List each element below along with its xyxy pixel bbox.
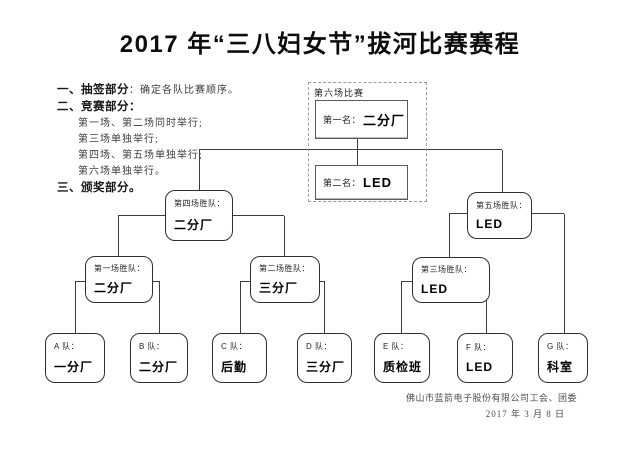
connector-line	[118, 215, 165, 216]
connector-line	[532, 213, 564, 214]
second-place-team: LED	[363, 175, 393, 190]
instruction-detail-2: 第三场单独举行;	[78, 134, 159, 145]
first-place-team: 二分厂	[363, 113, 406, 128]
connector-line	[401, 281, 412, 282]
bracket-node-match1-winner: 第一场胜队： 二分厂	[85, 256, 153, 303]
connector-line	[159, 282, 160, 333]
instruction-item-3-label: 三、颁奖部分。	[57, 182, 141, 194]
instruction-item-2-label: 二、竞赛部分：	[57, 101, 141, 113]
connector-line	[75, 281, 85, 282]
footer-date: 2017 年 3 月 8 日	[485, 409, 565, 419]
connector-line	[240, 282, 241, 333]
first-place-box: 第一名：二分厂	[315, 100, 408, 139]
connector-line	[199, 149, 502, 150]
instruction-item-1-detail: ：确定各队比赛顺序。	[129, 85, 239, 96]
instruction-detail-3: 第四场、第五场单独举行;	[78, 150, 203, 161]
page-title: 2017 年“三八妇女节”拔河比赛赛程	[119, 31, 521, 58]
connector-line	[284, 216, 285, 256]
instruction-item-2: 二、竞赛部分：	[57, 97, 317, 114]
instruction-item-3: 三、颁奖部分。	[57, 178, 317, 195]
connector-line	[240, 281, 250, 282]
connector-line	[75, 282, 76, 333]
connector-line	[320, 281, 325, 282]
bracket-node-team-c: C 队： 后勤	[212, 333, 267, 383]
instruction-item-1: 一、抽签部分：确定各队比赛顺序。	[57, 80, 317, 97]
instructions-list: 一、抽签部分：确定各队比赛顺序。 二、竞赛部分： 第一场、第二场同时举行; 第三…	[57, 80, 317, 195]
connector-line	[118, 216, 119, 256]
bracket-node-team-d: D 队： 三分厂	[297, 333, 352, 383]
connector-line	[153, 281, 160, 282]
connector-line	[324, 282, 325, 333]
bracket-node-match3-winner: 第三场胜队： LED	[412, 257, 490, 303]
final-match-group	[308, 82, 427, 202]
connector-line	[564, 214, 565, 333]
second-place-label: 第二名：	[323, 178, 362, 188]
bracket-node-match4-winner: 第四场胜队： 二分厂	[165, 190, 233, 241]
bracket-node-team-b: B 队： 二分厂	[130, 333, 188, 383]
connector-line	[401, 282, 402, 333]
bracket-node-match2-winner: 第二场胜队： 三分厂	[250, 256, 320, 303]
first-place-label: 第一名：	[323, 115, 362, 125]
connector-line	[449, 213, 467, 214]
instruction-detail-4: 第六场单独举行。	[78, 166, 166, 177]
bracket-node-team-g: G 队： 科室	[538, 333, 588, 383]
connector-line	[449, 214, 450, 257]
connector-line	[199, 150, 200, 191]
instruction-item-1-label: 一、抽签部分	[57, 84, 129, 96]
second-place-box: 第二名：LED	[315, 165, 408, 200]
bracket-node-match5-winner: 第五场胜队： LED	[467, 192, 532, 239]
footer-organizer: 佛山市蓝箭电子股份有限公司工会、团委	[405, 393, 577, 403]
connector-line	[502, 150, 503, 192]
footer-signature: 佛山市蓝箭电子股份有限公司工会、团委 2017 年 3 月 8 日	[406, 391, 577, 420]
bracket-node-team-e: E 队： 质检班	[374, 333, 430, 383]
bracket-node-team-f: F 队： LED	[457, 333, 513, 383]
connector-line	[357, 137, 358, 166]
instruction-detail-1: 第一场、第二场同时举行;	[78, 118, 203, 129]
connector-line	[233, 215, 284, 216]
bracket-node-team-a: A 队： 一分厂	[45, 333, 105, 383]
connector-line	[486, 282, 487, 333]
final-match-group-label: 第六场比赛	[314, 88, 365, 98]
